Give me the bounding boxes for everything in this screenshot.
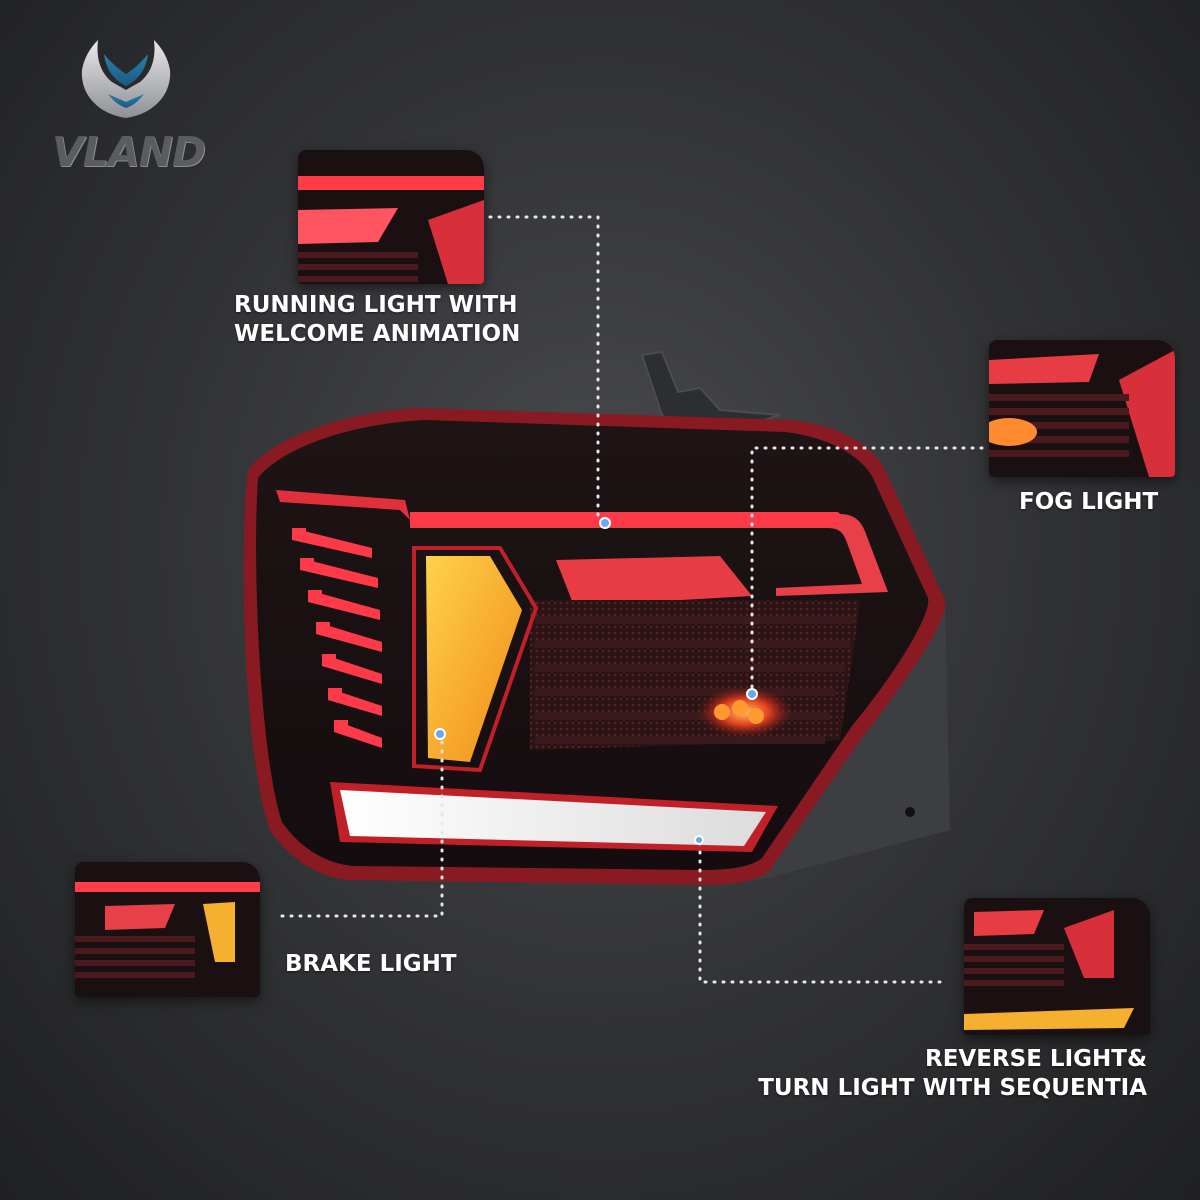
label-running-light-line1: RUNNING LIGHT WITH <box>234 292 518 318</box>
label-fog-light: FOG LIGHT <box>1019 488 1158 517</box>
thumbnail-fog-light <box>989 340 1175 477</box>
label-brake-light-line1: BRAKE LIGHT <box>285 951 457 977</box>
label-running-light-line2: WELCOME ANIMATION <box>234 321 521 347</box>
label-running-light: RUNNING LIGHT WITH WELCOME ANIMATION <box>234 291 520 349</box>
label-reverse-light-line2: TURN LIGHT WITH SEQUENTIA <box>758 1075 1147 1101</box>
label-brake-light: BRAKE LIGHT <box>285 950 457 979</box>
tail-light-product-image <box>243 350 950 885</box>
label-reverse-light: REVERSE LIGHT& TURN LIGHT WITH SEQUENTIA <box>758 1045 1147 1103</box>
thumbnail-brake-light <box>75 862 260 997</box>
brand-emblem-icon <box>81 40 171 118</box>
thumbnail-reverse-light <box>964 898 1150 1035</box>
label-fog-light-line1: FOG LIGHT <box>1019 489 1159 515</box>
brand-logo-text: VLAND <box>52 128 206 176</box>
mount-hole-icon <box>905 807 915 817</box>
thumbnail-running-light <box>298 150 484 284</box>
label-reverse-light-line1: REVERSE LIGHT& <box>924 1046 1147 1072</box>
